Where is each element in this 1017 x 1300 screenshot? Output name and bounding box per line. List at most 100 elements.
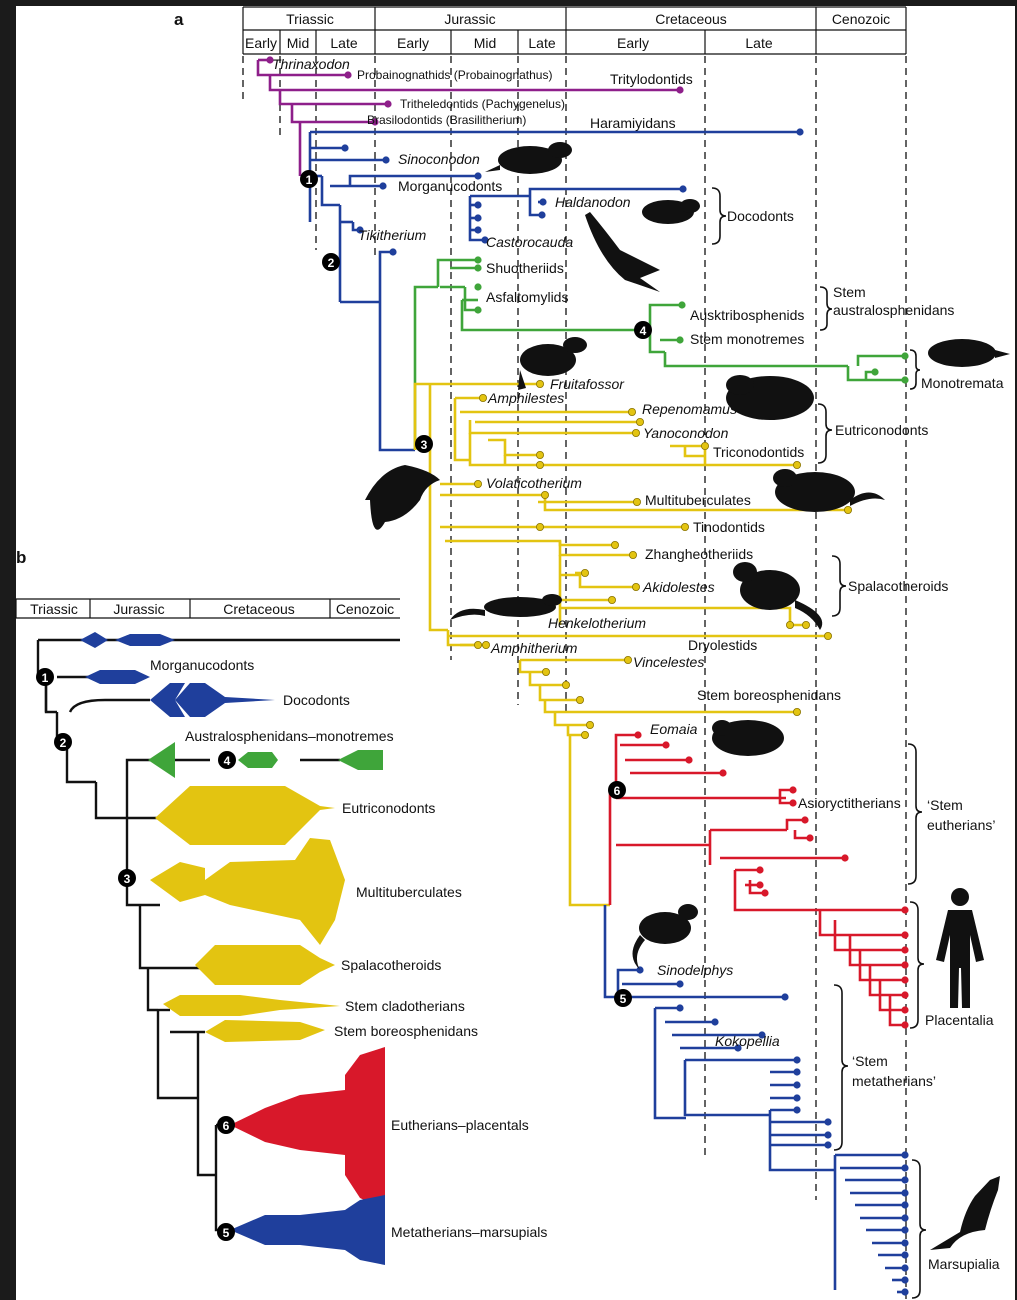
label-ausktribosphenids: Ausktribosphenids — [690, 307, 804, 323]
blue-tip-dot — [793, 1068, 800, 1075]
blue-tip-dot — [901, 1226, 908, 1233]
period-jurassic: Jurassic — [444, 11, 495, 27]
label-sinodelphys: Sinodelphys — [657, 962, 733, 978]
monotreme-silhouette-icon — [928, 339, 1010, 367]
yellow-tip-dot — [474, 641, 481, 648]
henkelotherium-silhouette-icon — [450, 594, 562, 620]
yellow-tip-dot — [681, 523, 688, 530]
blue-tip-dot — [676, 980, 683, 987]
label-stem-australosphenidans: Stemaustralosphenidans — [833, 284, 954, 318]
spindle-australosphenidans-a — [148, 742, 175, 778]
b-node-5-marker: 5 — [217, 1223, 235, 1241]
green-tip-dot — [901, 376, 908, 383]
b-node-3-marker: 3 — [118, 869, 136, 887]
green-tip-dot — [474, 264, 481, 271]
blue-tip-dot — [793, 1056, 800, 1063]
red-tip-dot — [756, 866, 763, 873]
yellow-tip-dot — [701, 442, 708, 449]
yellow-tip-dot — [633, 498, 640, 505]
blue-tip-dot — [539, 198, 546, 205]
yellow-tip-dot — [536, 451, 543, 458]
yellow-tip-dot — [479, 394, 486, 401]
b-label-morganucodonts: Morganucodonts — [150, 657, 254, 673]
label-shuotheriids: Shuotheriids — [486, 260, 564, 276]
blue-tip-dot — [793, 1106, 800, 1113]
label-volaticotherium: Volaticotherium — [486, 475, 582, 491]
blue-tip-dot — [793, 1081, 800, 1088]
label-stem-boreosphenidans: Stem boreosphenidans — [697, 687, 841, 703]
yellow-tip-dot — [632, 583, 639, 590]
b-node-6-marker: 6 — [217, 1116, 235, 1134]
purple-tip-dot — [344, 71, 351, 78]
svg-text:5: 5 — [620, 992, 627, 1006]
epoch-late-jurassic: Late — [528, 35, 555, 51]
brace-stem-australosphenidans — [820, 287, 832, 330]
yellow-tip-dot — [581, 569, 588, 576]
green-tip-dot — [678, 301, 685, 308]
red-tip-dot — [761, 889, 768, 896]
sinodelphys-silhouette-icon — [633, 904, 699, 970]
spindle-australosphenidans-c — [338, 750, 383, 770]
green-tip-dot — [474, 283, 481, 290]
svg-text:3: 3 — [124, 872, 131, 886]
period-cretaceous: Cretaceous — [655, 11, 727, 27]
yellow-tip-dot — [541, 491, 548, 498]
svg-text:6: 6 — [223, 1119, 230, 1133]
red-tip-dot — [789, 799, 796, 806]
repenomamus-silhouette-icon — [726, 375, 814, 420]
red-tip-dot — [901, 946, 908, 953]
red-tip-dot — [901, 991, 908, 998]
epoch-mid-triassic: Mid — [287, 35, 310, 51]
human-silhouette-icon — [936, 888, 984, 1008]
yellow-tip-dot — [628, 408, 635, 415]
blue-tip-dot — [676, 1004, 683, 1011]
blue-tip-dot — [474, 201, 481, 208]
svg-text:3: 3 — [421, 438, 428, 452]
eomaia-silhouette-icon — [712, 720, 784, 756]
b-node-4-marker: 4 — [218, 751, 236, 769]
sinoconodon-silhouette-icon — [485, 142, 572, 174]
yellow-tip-dot — [793, 708, 800, 715]
blue-tip-dot — [901, 1176, 908, 1183]
blue-tip-dot — [474, 214, 481, 221]
node-5-marker: 5 — [614, 989, 632, 1007]
blue-tip-dot — [901, 1214, 908, 1221]
red-tip-dot — [901, 906, 908, 913]
label-tikitherium: Tikitherium — [358, 227, 427, 243]
label-placentalia: Placentalia — [925, 1012, 994, 1028]
stem-australosphenidans-line: Stemaustralosphenidans — [833, 284, 954, 318]
label-marsupialia: Marsupialia — [928, 1256, 1000, 1272]
epoch-late-cretaceous: Late — [745, 35, 772, 51]
svg-text:4: 4 — [224, 754, 231, 768]
red-tip-dot — [634, 731, 641, 738]
epoch-mid-jurassic: Mid — [474, 35, 497, 51]
brace-stem-eutherians — [908, 744, 922, 884]
panel-a-period-labels: Triassic Jurassic Cretaceous Cenozoic Ea… — [245, 11, 890, 51]
brace-monotremata — [910, 350, 920, 389]
node-2-marker: 2 — [322, 253, 340, 271]
yellow-tip-dot — [786, 621, 793, 628]
svg-text:1: 1 — [306, 173, 313, 187]
red-tip-dot — [901, 976, 908, 983]
b-period-triassic: Triassic — [30, 601, 78, 617]
spindle-stem-clade — [80, 632, 175, 648]
label-stem-monotremes: Stem monotremes — [690, 331, 804, 347]
yellow-tip-dot — [482, 641, 489, 648]
red-tip-dot — [801, 816, 808, 823]
green-tip-dot — [901, 352, 908, 359]
b-label-eutriconodonts: Eutriconodonts — [342, 800, 435, 816]
haldanodon-silhouette-icon — [642, 199, 700, 224]
period-triassic: Triassic — [286, 11, 334, 27]
spindle-morganucodonts — [85, 670, 150, 684]
node-4-marker: 4 — [634, 321, 652, 339]
label-sinoconodon: Sinoconodon — [398, 151, 480, 167]
panel-b-label: b — [16, 548, 26, 567]
label-yanoconodon: Yanoconodon — [643, 425, 729, 441]
red-tip-dot — [719, 769, 726, 776]
spindle-eutriconodonts — [155, 786, 335, 845]
red-tip-dot — [901, 1021, 908, 1028]
node-1-marker: 1 — [300, 170, 318, 188]
b-label-spalacotheroids: Spalacotheroids — [341, 957, 441, 973]
